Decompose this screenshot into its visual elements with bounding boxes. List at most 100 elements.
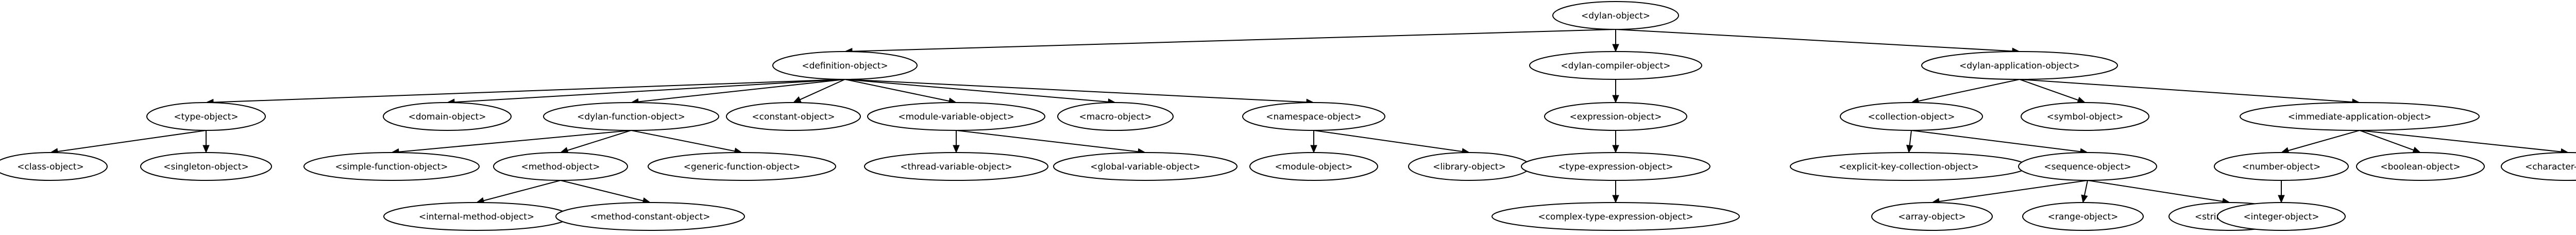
node-constant-object: <constant-object> <box>726 102 861 131</box>
node-label: <boolean-object> <box>2380 162 2460 172</box>
node-shape <box>864 152 1048 181</box>
node-simple-function-object: <simple-function-object> <box>303 152 480 181</box>
node-shape <box>1529 51 1702 80</box>
node-generic-function-object: <generic-function-object> <box>648 152 836 181</box>
edge-dylan-application-object-to-immediate-application-object <box>2019 79 2361 106</box>
edge-collection-object-to-explicit-key-collection-object <box>1906 130 1913 154</box>
edge-definition-object-to-constant-object <box>792 79 845 103</box>
node-shape <box>2022 202 2144 231</box>
edge-line <box>1939 180 2088 202</box>
node-shape <box>2214 152 2349 181</box>
edge-collection-object-to-sequence-object <box>1911 130 2089 155</box>
node-shape <box>2240 102 2480 131</box>
node-shape <box>543 102 719 131</box>
node-range-object: <range-object> <box>2022 202 2144 231</box>
node-label: <simple-function-object> <box>335 162 448 172</box>
edge-line <box>2359 130 2562 153</box>
node-boolean-object: <boolean-object> <box>2356 152 2485 181</box>
edge-type-object-to-class-object <box>49 130 207 155</box>
node-global-variable-object: <global-variable-object> <box>1053 152 1238 181</box>
edge-sequence-object-to-string-object <box>2087 180 2231 205</box>
node-label: <type-object> <box>174 112 238 122</box>
edge-definition-object-to-macro-object <box>844 79 1116 106</box>
arrowhead-icon <box>1612 95 1619 104</box>
arrowhead-icon <box>2081 194 2088 204</box>
node-label: <global-variable-object> <box>1090 162 1200 172</box>
node-module-object: <module-object> <box>1249 152 1378 181</box>
edge-type-object-to-singleton-object <box>202 130 210 154</box>
edge-immediate-application-object-to-character-object <box>2359 130 2569 156</box>
edge-namespace-object-to-library-object <box>1313 130 1470 155</box>
node-label: <thread-variable-object> <box>900 162 1012 172</box>
edge-number-object-to-integer-object <box>2278 180 2285 204</box>
arrowhead-icon <box>1612 145 1619 154</box>
edge-line <box>844 79 950 102</box>
edge-line <box>2288 130 2360 152</box>
node-expression-object: <expression-object> <box>1544 102 1687 131</box>
arrowhead-icon <box>202 145 210 154</box>
edge-line <box>1313 130 1463 152</box>
node-character-object: <character-object> <box>2501 152 2576 181</box>
node-label: <number-object> <box>2242 162 2321 172</box>
node-domain-object: <domain-object> <box>383 102 512 131</box>
node-label: <method-constant-object> <box>590 212 710 222</box>
edge-method-object-to-internal-method-object <box>476 180 561 204</box>
arrowhead-icon <box>1612 195 1619 204</box>
node-shape <box>867 102 1045 131</box>
edge-line <box>567 130 632 151</box>
edge-line <box>213 79 845 103</box>
nodes-layer: <dylan-object><definition-object><dylan-… <box>0 1 2576 231</box>
node-singleton-object: <singleton-object> <box>140 152 272 181</box>
node-label: <internal-method-object> <box>419 212 534 222</box>
node-shape <box>1544 102 1687 131</box>
edge-method-object-to-method-constant-object <box>560 180 651 205</box>
node-shape <box>146 102 266 131</box>
node-type-expression-object: <type-expression-object> <box>1521 152 1710 181</box>
node-shape <box>1053 152 1238 181</box>
node-label: <domain-object> <box>409 112 486 122</box>
edge-line <box>844 79 1307 103</box>
node-sequence-object: <sequence-object> <box>2018 152 2157 181</box>
node-immediate-application-object: <immediate-application-object> <box>2240 102 2480 131</box>
edges-layer <box>49 29 2569 205</box>
node-label: <sequence-object> <box>2044 162 2131 172</box>
node-shape <box>555 202 745 231</box>
edge-line <box>398 130 632 153</box>
node-integer-object: <integer-object> <box>2217 202 2346 231</box>
node-shape <box>303 152 480 181</box>
edge-definition-object-to-type-object <box>205 79 845 106</box>
edge-module-variable-object-to-global-variable-object <box>956 130 1146 155</box>
arrowhead-icon <box>2278 195 2285 204</box>
edge-dylan-compiler-object-to-expression-object <box>1612 79 1619 104</box>
node-complex-type-expression-object: <complex-type-expression-object> <box>1492 202 1740 231</box>
edge-namespace-object-to-module-object <box>1310 130 1317 154</box>
node-label: <complex-type-expression-object> <box>1538 212 1693 222</box>
arrowhead-icon <box>1310 145 1317 154</box>
node-thread-variable-object: <thread-variable-object> <box>864 152 1048 181</box>
node-label: <namespace-object> <box>1266 112 1361 122</box>
node-shape <box>1552 1 1679 30</box>
edge-dylan-function-object-to-simple-function-object <box>391 130 632 156</box>
node-label: <generic-function-object> <box>684 162 800 172</box>
node-label: <expression-object> <box>1569 112 1662 122</box>
node-shape <box>2356 152 2485 181</box>
node-label: <method-object> <box>521 162 600 172</box>
node-number-object: <number-object> <box>2214 152 2349 181</box>
node-shape <box>140 152 272 181</box>
node-label: <singleton-object> <box>163 162 249 172</box>
edge-line <box>852 29 1616 52</box>
node-shape <box>1521 152 1710 181</box>
node-shape <box>2217 202 2346 231</box>
node-explicit-key-collection-object: <explicit-key-collection-object> <box>1790 152 2028 181</box>
node-shape <box>1840 102 1983 131</box>
node-label: <definition-object> <box>802 61 888 71</box>
edge-line <box>956 130 1139 153</box>
node-label: <dylan-compiler-object> <box>1561 61 1670 71</box>
node-shape <box>1057 102 1174 131</box>
edge-definition-object-to-module-variable-object <box>844 79 957 105</box>
edge-line <box>2087 180 2223 202</box>
edge-line <box>1911 130 2081 153</box>
node-type-object: <type-object> <box>146 102 266 131</box>
edge-line <box>2083 180 2088 196</box>
node-dylan-function-object: <dylan-function-object> <box>543 102 719 131</box>
